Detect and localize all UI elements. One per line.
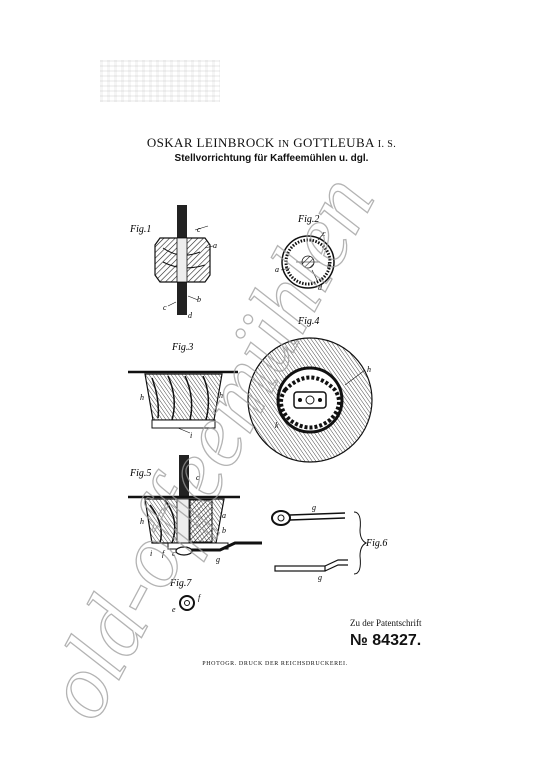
fig5-letter-h: h [140,517,144,526]
fig4-drawing [247,337,373,463]
fig4-label: Fig.4 [297,316,319,327]
fig7-drawing [179,595,195,611]
fig2-letter-d: d [318,283,323,292]
fig1-letter-b: b [197,295,201,304]
fig2-letter-c: c [322,229,326,238]
fig5-letter-b: b [222,526,226,535]
author-name: OSKAR LEINBROCK [146,135,275,150]
fig1-label: Fig.1 [129,224,151,235]
patent-number: № 84327. [350,632,422,649]
fig6-label: Fig.6 [365,538,387,549]
fig5-letter-f: f [162,549,166,558]
author-place: GOTTLEUBA [293,135,375,150]
author-suffix: I. S. [377,139,397,150]
fig3-drawing [128,370,238,434]
fig1-letter-a: a [213,241,217,250]
printer-credit: PHOTOGR. DRUCK DER REICHSDRUCKEREI. [202,661,348,667]
fig3-letter-h-left: h [140,393,144,402]
fig1-letter-c: c [163,303,167,312]
fig5-letter-i: i [150,549,152,558]
fig2-label: Fig.2 [297,214,319,225]
fig1-letter-c-top: c [197,225,201,234]
fig5-letter-g: g [216,555,220,564]
fig5-letter-a: a [222,511,226,520]
fig2-letter-b: b [327,261,331,270]
fig3-letter-i: i [190,431,192,440]
fig3-letter-h-right: h [219,391,223,400]
fig6-drawing [271,510,368,575]
fig7-label: Fig.7 [169,578,192,589]
author-in: IN [278,139,290,150]
fig5-letter-c-top: c [196,473,200,482]
fig2-drawing [280,232,335,289]
patent-author: OSKAR LEINBROCK IN GOTTLEUBA I. S. [0,135,543,151]
fig6-letter-g-bottom: g [318,573,322,582]
fig4-letter-h: h [367,365,371,374]
fig1-drawing [154,205,214,315]
fig5-letter-c: c [172,549,176,558]
fig7-letter-f: f [198,593,202,602]
fig2-letter-a: a [275,265,279,274]
fig6-letter-g-top: g [312,503,316,512]
patent-note: Zu der Patentschrift [350,618,422,628]
fig5-label: Fig.5 [129,468,151,479]
fig3-label: Fig.3 [171,342,193,353]
fig7-letter-e: e [172,605,176,614]
faded-stamp-mark [100,60,220,102]
patent-subject: Stellvorrichtung für Kaffeemühlen u. dgl… [174,153,369,164]
fig4-letter-k: k [275,421,279,430]
fig1-letter-d: d [188,311,193,320]
fig5-drawing [128,455,262,556]
